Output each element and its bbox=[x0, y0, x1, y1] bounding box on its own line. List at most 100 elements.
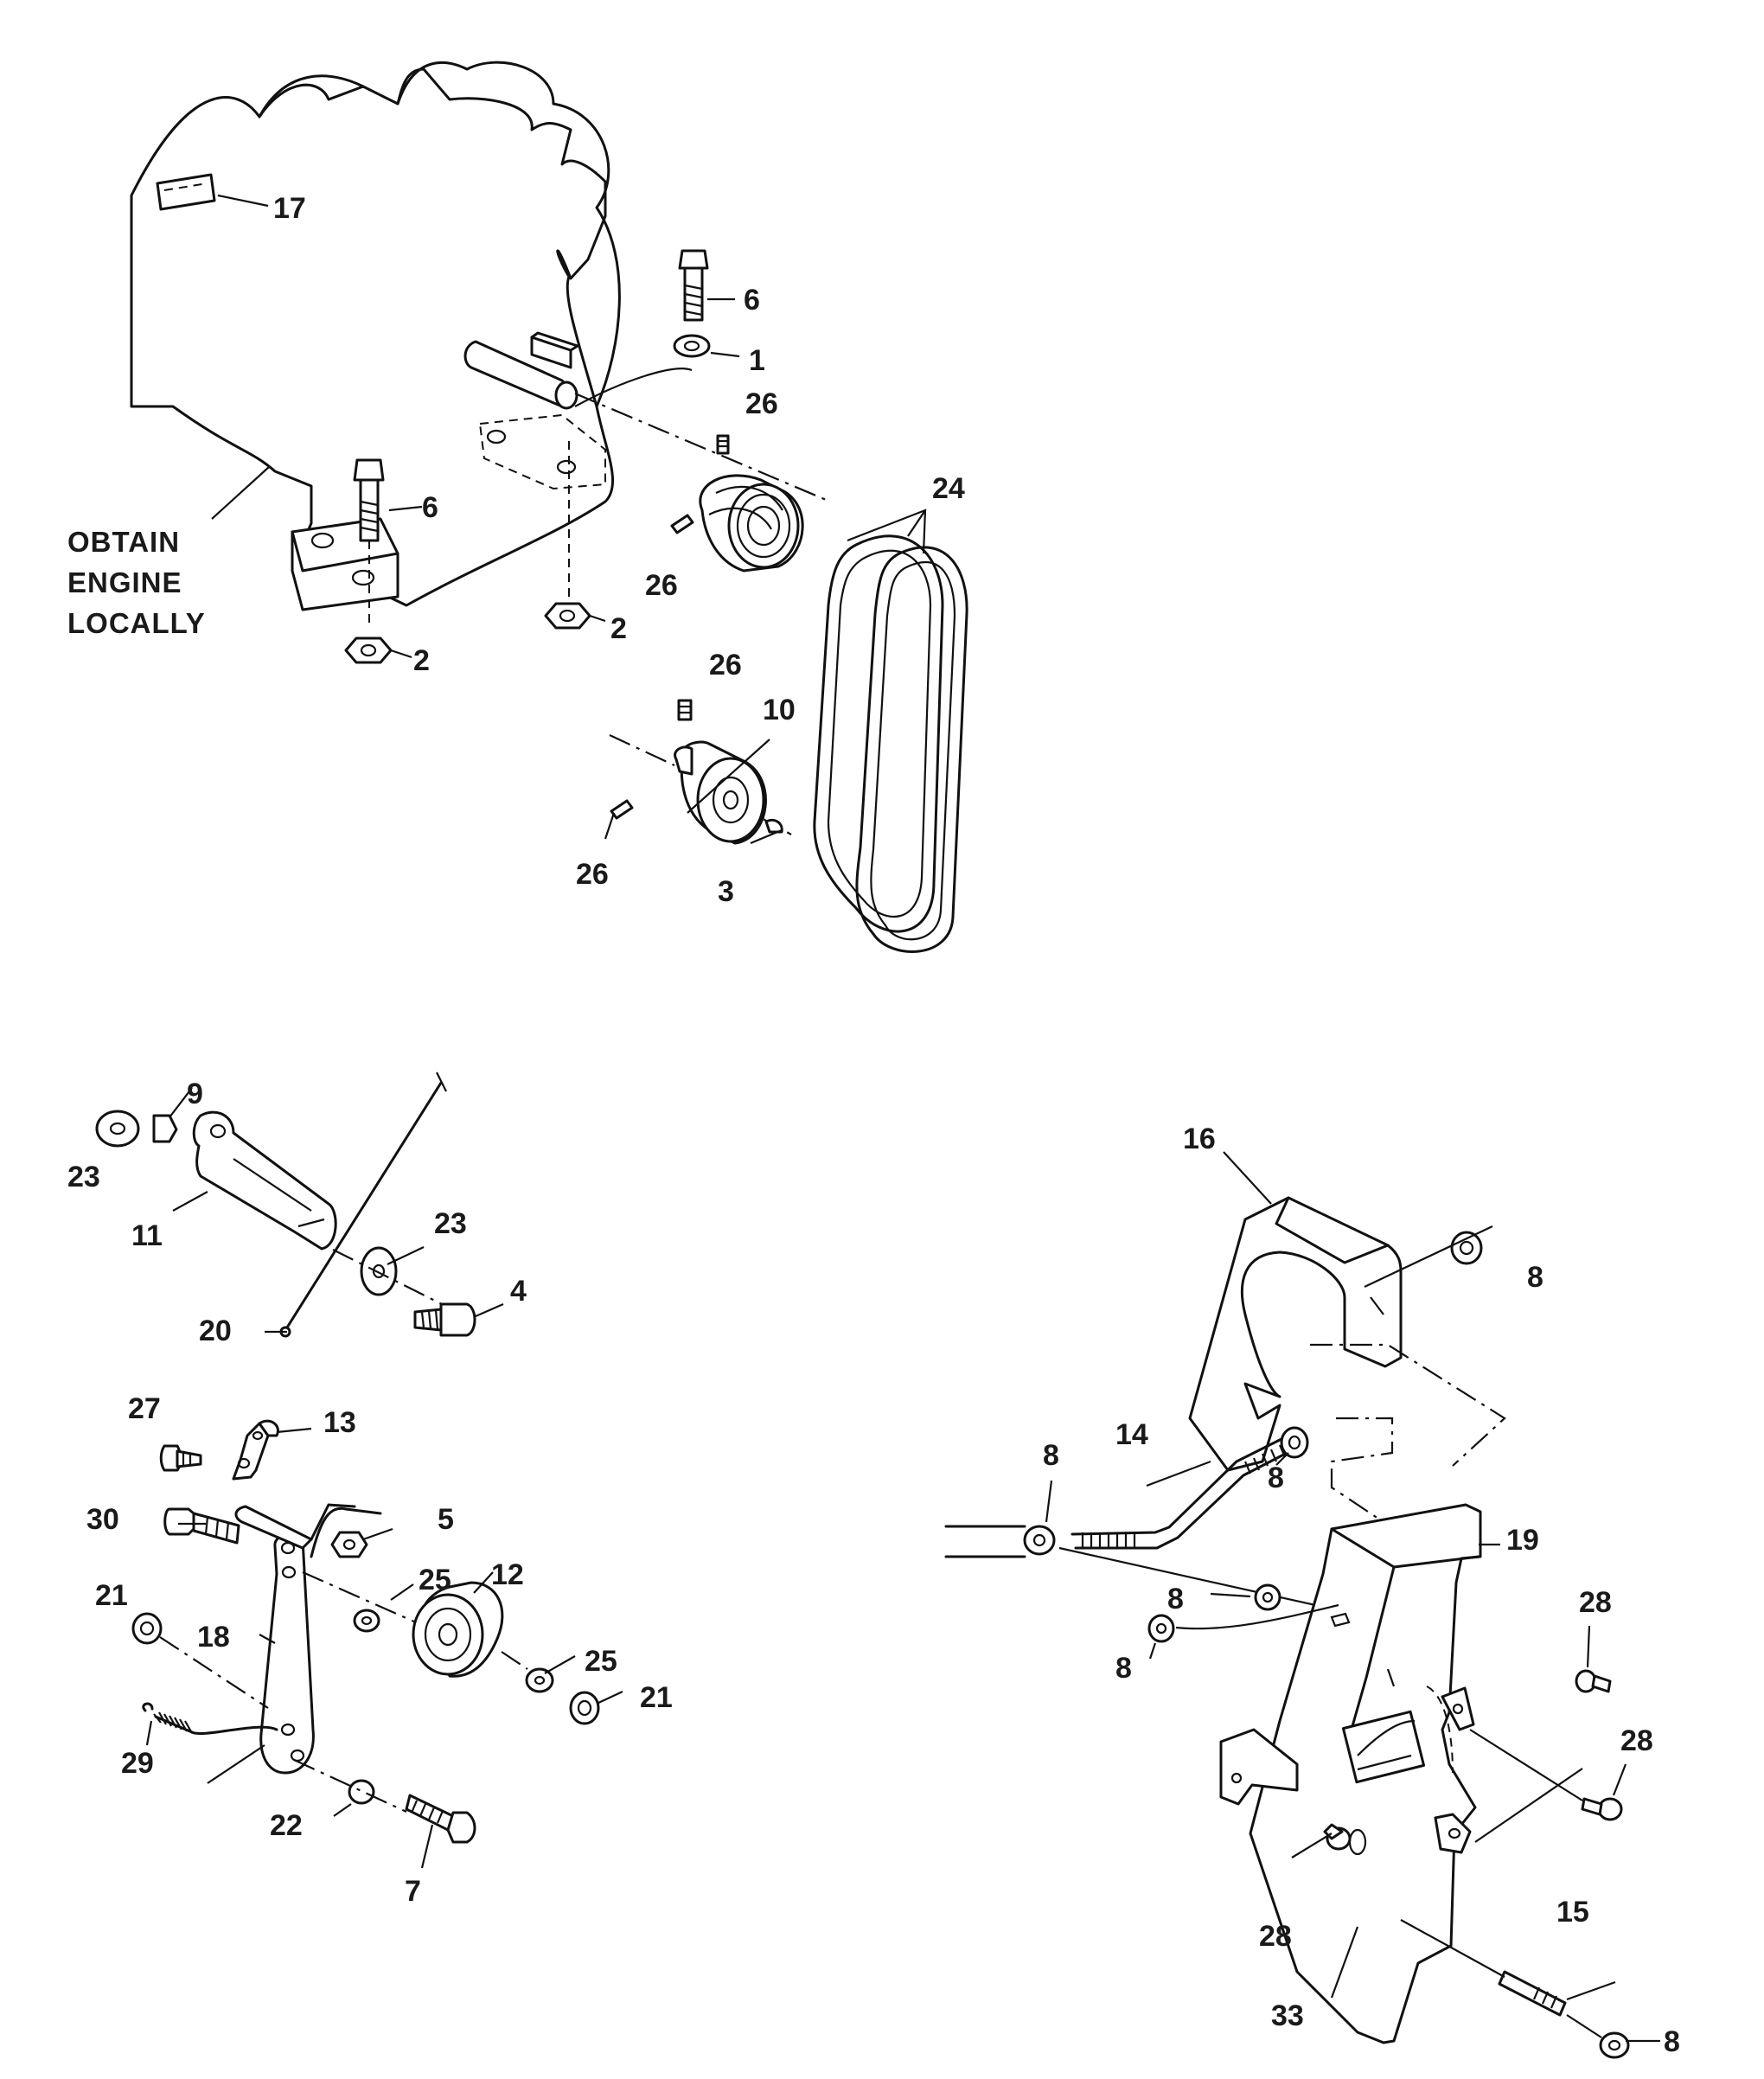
callout-22: 22 bbox=[270, 1809, 303, 1842]
screw-line-upper bbox=[1474, 1768, 1583, 1843]
crankshaft bbox=[463, 340, 578, 410]
crankshaft-centerline bbox=[574, 392, 831, 503]
callout-18: 18 bbox=[197, 1621, 230, 1654]
control-lever bbox=[192, 1110, 337, 1251]
callout-1: 1 bbox=[749, 344, 765, 377]
arm-bolt-centerline bbox=[293, 1759, 407, 1813]
callout-4: 4 bbox=[510, 1275, 527, 1308]
mounting-tab-right-lower bbox=[1434, 1813, 1472, 1854]
callout-5: 5 bbox=[438, 1503, 454, 1536]
hex-nut-8-housing-upper bbox=[1254, 1583, 1281, 1611]
callout-24: 24 bbox=[932, 472, 965, 505]
tension-spring-29 bbox=[142, 1702, 278, 1735]
callout-26-c: 26 bbox=[709, 649, 742, 681]
washer-25-lower bbox=[525, 1667, 554, 1693]
callout-25-lower: 25 bbox=[585, 1645, 617, 1678]
screw-27 bbox=[159, 1444, 202, 1472]
hex-nut-8-rod-left bbox=[1023, 1525, 1056, 1556]
callout-30: 30 bbox=[86, 1503, 119, 1536]
set-screw-c bbox=[677, 699, 693, 721]
callout-21-right: 21 bbox=[640, 1681, 673, 1714]
hex-nut-8-rod-right bbox=[1280, 1426, 1309, 1459]
rod-alignment-path bbox=[1330, 1417, 1394, 1523]
callout-8-housing-lower: 8 bbox=[1115, 1652, 1132, 1685]
note-line-1: OBTAIN bbox=[67, 526, 180, 558]
callout-26-b: 26 bbox=[645, 569, 678, 602]
driven-pulley bbox=[674, 740, 767, 845]
bolt-alignment-line bbox=[574, 368, 693, 407]
callout-25-upper: 25 bbox=[419, 1564, 451, 1596]
callout-10: 10 bbox=[763, 694, 796, 726]
callout-2-left: 2 bbox=[413, 644, 430, 677]
note-line-2: ENGINE bbox=[67, 566, 182, 598]
callout-17: 17 bbox=[273, 192, 306, 225]
callout-2-right: 2 bbox=[610, 612, 627, 645]
engine-block bbox=[130, 61, 621, 607]
note-line-3: LOCALLY bbox=[67, 607, 206, 639]
idler-pulley-centerline bbox=[302, 1570, 425, 1628]
callout-6-lower: 6 bbox=[422, 491, 438, 524]
carriage-bolt-30 bbox=[163, 1507, 240, 1545]
idler-pulley-centerline-outer bbox=[501, 1651, 528, 1670]
spring-attach-line bbox=[207, 1744, 265, 1784]
callout-26-a: 26 bbox=[745, 387, 778, 420]
cable-bracket-13 bbox=[232, 1419, 279, 1481]
adjusting-rod-14 bbox=[1071, 1434, 1299, 1550]
callout-28-upper: 28 bbox=[1579, 1586, 1612, 1619]
hex-nut-left bbox=[344, 636, 393, 664]
decal-plate bbox=[156, 173, 216, 211]
shaft-key-3 bbox=[764, 818, 783, 834]
callout-6-upper: 6 bbox=[744, 284, 760, 317]
callout-16: 16 bbox=[1183, 1123, 1216, 1155]
stud-15 bbox=[1498, 1970, 1567, 2017]
callout-3: 3 bbox=[718, 875, 734, 908]
bolt-7 bbox=[405, 1794, 476, 1844]
lever-pivot-centerline bbox=[332, 1249, 446, 1307]
callout-14: 14 bbox=[1115, 1418, 1148, 1451]
hex-nut-right bbox=[544, 602, 591, 630]
callout-8-top: 8 bbox=[1527, 1261, 1544, 1294]
callout-26-d: 26 bbox=[576, 858, 609, 891]
callout-8-rod-left: 8 bbox=[1043, 1439, 1059, 1472]
hex-bolt-lower bbox=[353, 458, 385, 623]
arm-pivot-centerline bbox=[159, 1636, 269, 1709]
hex-nut-21-left bbox=[131, 1612, 163, 1645]
callout-29: 29 bbox=[121, 1747, 154, 1780]
callout-7: 7 bbox=[405, 1875, 421, 1908]
screw-line-right bbox=[1469, 1729, 1583, 1801]
callout-23-left: 23 bbox=[67, 1161, 100, 1193]
engine-drive-pulley bbox=[699, 474, 804, 573]
callout-12: 12 bbox=[491, 1558, 524, 1591]
callout-27: 27 bbox=[128, 1392, 161, 1425]
shaft-key bbox=[530, 331, 579, 369]
callout-8-bottom: 8 bbox=[1664, 2025, 1680, 2058]
rod-to-housing-line bbox=[1058, 1546, 1324, 1609]
large-washer-left bbox=[95, 1110, 140, 1148]
engine-mount-foot-right bbox=[478, 413, 606, 490]
hex-nut-5 bbox=[330, 1531, 368, 1558]
housing-fastener-line bbox=[1175, 1603, 1339, 1630]
rod-mount-edge bbox=[944, 1525, 1026, 1558]
callout-28-lower: 28 bbox=[1259, 1920, 1292, 1953]
callout-8-housing-upper: 8 bbox=[1167, 1583, 1184, 1615]
callout-9: 9 bbox=[187, 1078, 203, 1110]
guard-fastener-line bbox=[1364, 1225, 1493, 1288]
screw-28-upper bbox=[1575, 1669, 1612, 1693]
callout-13: 13 bbox=[323, 1406, 356, 1439]
flat-washer-upper bbox=[673, 334, 711, 358]
engine-mount-foot-left bbox=[291, 517, 399, 611]
hex-nut-8-top bbox=[1450, 1231, 1483, 1265]
callout-33: 33 bbox=[1271, 1999, 1304, 2032]
callout-labels: 17 6 1 26 6 24 26 2 2 26 10 26 3 9 23 11… bbox=[67, 192, 1680, 2058]
callout-28-right: 28 bbox=[1620, 1724, 1653, 1757]
shoulder-bolt-4 bbox=[413, 1302, 476, 1337]
leader-lines bbox=[145, 194, 1660, 2043]
hex-nut-8-housing-lower bbox=[1147, 1614, 1175, 1643]
idler-arm-18 bbox=[234, 1503, 382, 1775]
mounting-tab-right-upper bbox=[1441, 1686, 1475, 1731]
large-washer-right bbox=[360, 1246, 398, 1296]
set-screw-a bbox=[716, 434, 730, 455]
spacer-bushing bbox=[152, 1114, 178, 1143]
nut-line-bottom bbox=[1566, 2014, 1602, 2038]
